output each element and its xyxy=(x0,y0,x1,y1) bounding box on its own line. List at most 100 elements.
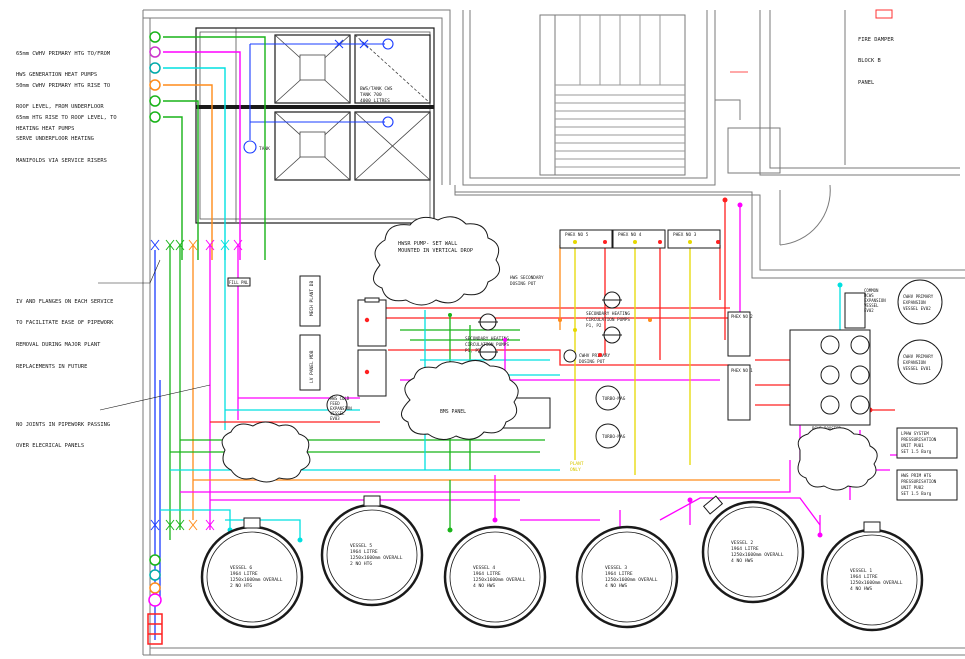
riser-end-symbols-bottom xyxy=(147,554,163,645)
pressurisation-units xyxy=(896,427,958,501)
electrical-panels xyxy=(227,275,321,391)
note-line: REMOVAL DURING MAJOR PLANT xyxy=(16,342,101,349)
cwhv-expansion-1-label: CWHV PRIMARY EXPANSION VESSEL EV02 xyxy=(903,294,936,311)
cold-feed-vessel-label: HWS COLD FEED EXPANSION VESSEL EV03 xyxy=(330,396,354,421)
cwhv-dosing-label: CWHV PRIMARY DOSING POT xyxy=(579,353,613,365)
secondary-heating-pumps xyxy=(478,291,622,361)
note-htg-rise-underfloor: 65mm HTG RISE TO ROOF LEVEL, TO SERVE UN… xyxy=(16,100,117,173)
note-line: HEATING HEAT PUMPS xyxy=(16,126,75,133)
phex-1-label: PHEX NO 1 xyxy=(731,368,753,373)
vessel-dims: 1250x1600mm OVERALL xyxy=(731,552,784,558)
vessel-litres: 1964 LITRE xyxy=(473,571,501,577)
note-primary-htg-rise: 50mm CWHV PRIMARY HTG RISE TO ROOF LEVEL… xyxy=(16,68,110,141)
vessel-htg: 4 NO HWS xyxy=(605,583,627,589)
vessel-name: VESSEL 4 xyxy=(473,565,495,571)
vessel-3 xyxy=(575,525,679,629)
vessel-htg: 4 NO HWS xyxy=(731,558,753,564)
hwsr-pump-cloud xyxy=(373,216,501,306)
common-expansion-label: COMMON BCWS EXPANSION VESSEL EV02 xyxy=(864,288,888,313)
cwhv-expansion-2-label: CWHV PRIMARY EXPANSION VESSEL EV01 xyxy=(903,354,936,371)
isolation-valves-bottom xyxy=(150,519,215,531)
vessel-litres: 1964 LITRE xyxy=(850,574,878,580)
note-line: REPLACEMENTS IN FUTURE xyxy=(16,364,88,371)
riser-connections xyxy=(163,36,266,260)
hws-return-pumps xyxy=(357,297,387,397)
note-line: NO JOINTS IN PIPEWORK PASSING xyxy=(16,421,111,428)
vessel-dims: 1250x1600mm OVERALL xyxy=(473,577,526,583)
mech-panel-label: MECH PLANT DB xyxy=(309,280,315,316)
note-line: SERVE UNDERFLOOR HEATING xyxy=(16,136,94,143)
note-primary-htg-flow: 65mm CWHV PRIMARY HTG TO/FROM HWS GENERA… xyxy=(16,36,110,87)
vessel-dims: 1250x1600mm OVERALL xyxy=(350,555,403,561)
vessel-name: VESSEL 5 xyxy=(350,543,372,549)
phex-units-top xyxy=(559,229,751,421)
note-line: PANEL xyxy=(858,80,875,87)
turbo-mag-1-label: TURBO-MAG xyxy=(602,396,626,402)
vessel-name: VESSEL 6 xyxy=(230,565,252,571)
hwsr-pump-note: HWSR PUMP- SET WALL MOUNTED IN VERTICAL … xyxy=(398,241,473,254)
vessel-litres: 1964 LITRE xyxy=(605,571,633,577)
bms-cloud xyxy=(401,360,519,440)
phex-4-label: PHEX NO 4 xyxy=(618,232,642,238)
lv-panel-label: LV PANEL MDB xyxy=(309,350,315,383)
vessel-dims: 1250x1600mm OVERALL xyxy=(230,577,283,583)
cws-tank-enclosure xyxy=(195,27,435,224)
vessel-6 xyxy=(200,517,304,629)
vessel-htg: 2 NO HTG xyxy=(230,583,252,589)
primary-heating-header xyxy=(789,292,871,426)
cws-tank-label: BWS/TANK CWS TANK 700 4000 LITRES xyxy=(360,86,395,104)
tank-cold-feed-pipes xyxy=(243,38,394,154)
vessel-litres: 1964 LITRE xyxy=(350,549,378,555)
note-line: FIRE DAMPER xyxy=(858,36,894,43)
turbo-mag-2-label: TURBO-MAG xyxy=(602,434,626,440)
vessel-2 xyxy=(701,495,805,604)
hws-pressurisation-label: HWS PRIM HTG PRESSURISATION UNIT PU02 SE… xyxy=(901,473,939,496)
vessel-4 xyxy=(443,525,547,629)
fill-panel-label: FILL PNL xyxy=(229,280,249,285)
vessel-htg: 4 NO HWS xyxy=(473,583,495,589)
vessel-litres: 1964 LITRE xyxy=(731,546,759,552)
booster-cloud xyxy=(797,427,878,491)
hws-secondary-dosing-label: HWS SECONDARY DOSING POT xyxy=(510,275,546,287)
dosing-and-separators xyxy=(326,349,621,449)
stair-treads xyxy=(555,15,685,168)
note-line: ROOF LEVEL, FROM UNDERFLOOR xyxy=(16,104,104,111)
vessel-htg: 2 NO HTG xyxy=(350,561,372,567)
fire-damper-marker xyxy=(875,9,893,19)
note-no-joints: NO JOINTS IN PIPEWORK PASSING OVER ELECR… xyxy=(16,407,110,458)
note-line: IV AND FLANGES ON EACH SERVICE xyxy=(16,298,114,305)
note-line: 65mm HTG RISE TO ROOF LEVEL, TO xyxy=(16,114,117,121)
revision-clouds xyxy=(221,216,878,491)
phex-3-label: PHEX NO 3 xyxy=(673,232,697,238)
left-cloud xyxy=(221,421,311,483)
note-line: MANIFOLDS VIA SERVICE RISERS xyxy=(16,158,107,165)
vessel-dims: 1250x1600mm OVERALL xyxy=(850,580,903,586)
secondary-pumps-label: SECONDARY HEATING CIRCULATION PUMPS P1, … xyxy=(465,336,512,354)
note-line: 50mm CWHV PRIMARY HTG RISE TO xyxy=(16,82,111,89)
vessel-dims: 1250x1600mm OVERALL xyxy=(605,577,658,583)
vessel-name: VESSEL 3 xyxy=(605,565,627,571)
bms-panel-label-cloud: BMS PANEL xyxy=(440,409,466,415)
storage-vessels xyxy=(200,495,924,632)
phex-port-dots xyxy=(227,197,873,543)
note-line: OVER ELECRICAL PANELS xyxy=(16,443,85,450)
note-isolation-valves: IV AND FLANGES ON EACH SERVICE TO FACILI… xyxy=(16,284,113,379)
note-fire-damper: FIRE DAMPER BLOCK B PANEL xyxy=(858,22,894,95)
riser-end-symbols xyxy=(149,31,161,123)
leader-lines xyxy=(98,259,211,411)
vessel-htg: 4 NO HWS xyxy=(850,586,872,592)
phex-5-label: PHEX NO 5 xyxy=(565,232,589,238)
note-line: 65mm CWHV PRIMARY HTG TO/FROM xyxy=(16,50,111,57)
lphw-pressurisation-label: LPHW SYSTEM PRESSURISATION UNIT PU01 SET… xyxy=(901,431,939,454)
note-line: TO FACILITATE EASE OF PIPEWORK xyxy=(16,320,114,327)
isolation-valves-top xyxy=(150,239,243,251)
note-line: HWS GENERATION HEAT PUMPS xyxy=(16,72,98,79)
plant-only-label: PLANT ONLY xyxy=(570,461,586,473)
tank-float-symbol xyxy=(243,140,257,154)
